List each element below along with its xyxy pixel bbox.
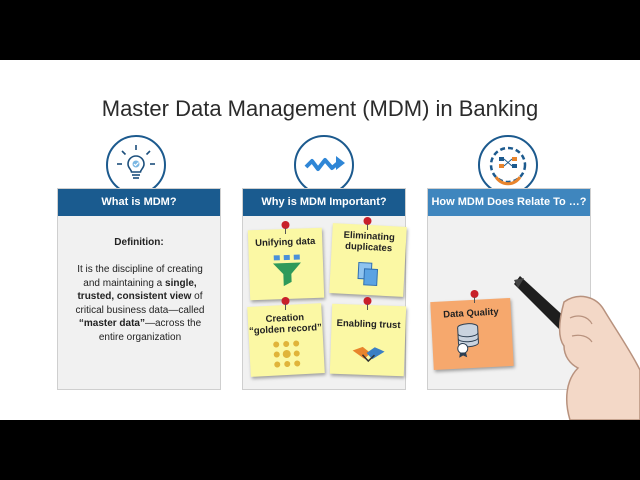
note-label: Data Quality [442,306,499,321]
sticky-note-golden-record: Creation “golden record” [247,303,325,377]
network-nodes-icon [273,340,301,368]
pin-icon [470,290,479,303]
panel-header: Why is MDM Important? [243,189,405,216]
pin-icon [363,297,372,310]
definition-title: Definition: [114,237,164,248]
sticky-note-trust: Enabling trust [329,303,407,377]
database-badge-icon [457,323,479,358]
slide-canvas: Master Data Management (MDM) in Banking [0,60,640,420]
note-label: Creation “golden record” [248,312,323,337]
definition-part: —across the entire organization [98,318,202,343]
definition-emphasis: “master data” [78,318,145,329]
definition-part: It is the discipline of creating and mai… [77,264,203,289]
pin-icon [281,221,290,234]
what-is-mdm-panel: What is MDM? Definition: It is the disci… [57,188,221,390]
funnel-icon [272,254,301,287]
pin-icon [363,217,372,230]
why-mdm-important-panel: Why is MDM Important? Unifying data Elim… [242,188,407,390]
lightbulb-icon [106,135,166,195]
handshake-icon [352,346,385,363]
arrow-wave-icon [294,135,354,195]
panel-header: What is MDM? [58,189,220,216]
duplicate-documents-icon [357,261,379,287]
definition-emphasis: single, trusted, consistent view [77,277,197,303]
sticky-note-duplicates: Eliminating duplicates [329,223,407,297]
panel-header: How MDM Does Relate To …? [428,189,590,216]
pin-icon [281,297,290,310]
note-label: Unifying data [254,235,316,250]
note-label: Enabling trust [336,317,401,332]
sticky-note-unifying: Unifying data [247,227,325,301]
data-gear-icon [478,135,538,195]
sticky-note-data-quality: Data Quality [430,297,514,371]
hand-with-marker [514,276,640,420]
definition-text: It is the discipline of creating and mai… [70,263,210,344]
note-label: Eliminating duplicates [343,229,396,255]
slide-title: Master Data Management (MDM) in Banking [101,96,539,121]
definition-part: of critical business data—called [75,291,205,316]
